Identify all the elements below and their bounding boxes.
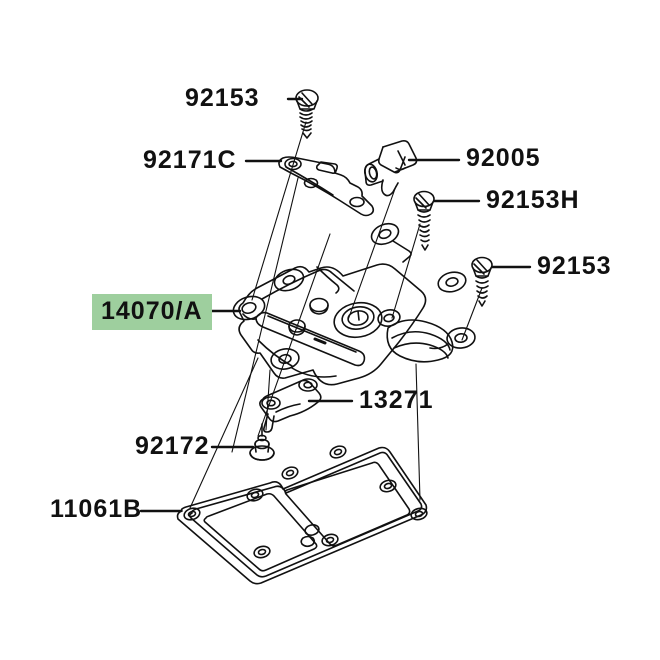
gasket-11061B [176, 445, 428, 585]
part-number-92153-right[interactable]: 92153 [537, 252, 612, 280]
part-number-92153H[interactable]: 92153H [486, 186, 580, 214]
part-number-92171C[interactable]: 92171C [143, 146, 237, 174]
part-number-11061B[interactable]: 11061B [50, 495, 143, 523]
part-number-13271[interactable]: 13271 [359, 386, 434, 414]
bolt-92153-top [295, 89, 319, 139]
bolt-92153H [413, 190, 435, 251]
elbow-fitting-92005 [363, 140, 418, 197]
cylinder-head-cover-14070A [232, 222, 476, 386]
part-number-92153-top[interactable]: 92153 [185, 84, 260, 112]
bolt-92153-right [471, 256, 493, 307]
part-number-14070A[interactable]: 14070/A [92, 294, 212, 330]
clamp-bracket-92171C [278, 156, 375, 217]
grommet-92172 [249, 423, 275, 461]
part-number-92172[interactable]: 92172 [135, 432, 210, 460]
part-number-92005[interactable]: 92005 [466, 144, 541, 172]
